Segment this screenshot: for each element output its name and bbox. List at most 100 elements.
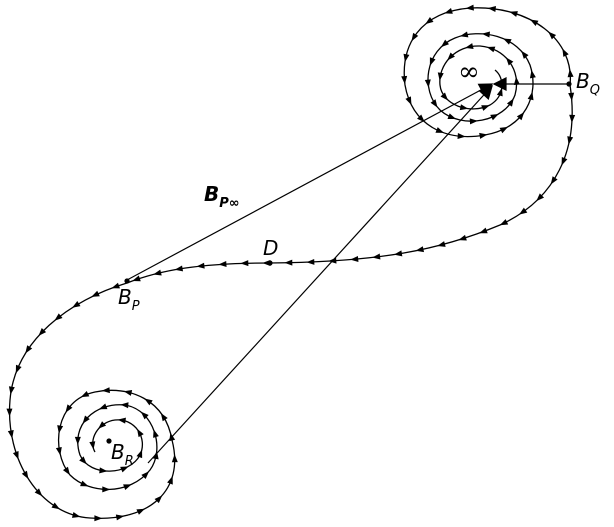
direction-arrow (481, 31, 490, 38)
direction-arrow (567, 69, 574, 78)
direction-arrow (65, 404, 73, 413)
direction-arrow (240, 260, 249, 267)
direction-arrow (550, 176, 558, 185)
direction-arrow (465, 4, 474, 11)
direction-arrow (490, 114, 499, 121)
direction-arrow (38, 328, 47, 336)
br-label: BR (111, 440, 134, 469)
direction-arrow (350, 255, 359, 262)
direction-arrow (154, 495, 163, 504)
direction-arrow (536, 193, 545, 202)
direction-arrow (567, 136, 574, 145)
direction-arrow (372, 253, 381, 260)
direction-arrow (79, 456, 87, 465)
direction-arrow (521, 50, 529, 59)
direction-arrow (401, 75, 408, 85)
direction-arrow (516, 112, 525, 121)
direction-arrow (123, 390, 133, 396)
direction-arrow (415, 246, 425, 253)
point-br (106, 438, 112, 444)
direction-arrows (6, 4, 576, 522)
direction-arrow (98, 403, 108, 410)
direction-arrow (15, 364, 22, 374)
direction-arrow (459, 104, 469, 111)
direction-arrow (132, 275, 141, 282)
direction-arrow (7, 430, 14, 439)
point-d (267, 260, 273, 266)
direction-arrow (171, 454, 178, 463)
direction-arrow (440, 92, 449, 101)
direction-arrow (411, 32, 419, 42)
direction-arrow (136, 508, 145, 515)
direction-arrow (120, 466, 129, 473)
direction-arrow (527, 91, 534, 101)
direction-arrow (561, 156, 568, 166)
direction-arrow (174, 265, 184, 272)
direction-arrow (444, 8, 453, 14)
direction-arrow (115, 514, 125, 521)
direction-arrow (430, 99, 438, 108)
direction-arrow (153, 429, 159, 438)
direction-arrow (80, 390, 90, 398)
direction-arrow (479, 132, 488, 139)
direction-arrow (496, 87, 503, 97)
direction-arrow (55, 447, 62, 456)
direction-arrow (506, 98, 514, 107)
direction-arrow (429, 57, 436, 66)
direction-arrow (72, 300, 81, 308)
direction-arrow (447, 52, 455, 61)
direction-arrow (437, 241, 446, 247)
direction-arrow (196, 262, 205, 269)
direction-arrow (153, 269, 162, 276)
direction-arrow (505, 57, 514, 66)
ray-br-infinity (147, 84, 493, 464)
direction-arrow (562, 48, 569, 57)
direction-arrow (569, 114, 576, 123)
direction-arrow (499, 219, 509, 226)
direction-arrow (102, 486, 111, 493)
direction-arrow (57, 425, 64, 434)
direction-arrow (481, 105, 490, 111)
direction-arrow (487, 6, 496, 13)
direction-arrow (94, 515, 103, 522)
direction-arrow (393, 250, 403, 257)
direction-arrow (503, 38, 512, 45)
direction-arrow (568, 92, 575, 101)
bq-label: BQ (576, 69, 600, 98)
direction-arrow (405, 96, 412, 105)
direction-arrow (144, 398, 153, 406)
direction-arrow (117, 417, 126, 424)
direction-arrow (548, 31, 557, 40)
direction-arrow (437, 72, 444, 81)
direction-arrow (74, 436, 81, 445)
direction-arrow (140, 411, 149, 420)
direction-arrow (447, 113, 457, 120)
direction-arrow (425, 17, 434, 25)
d-label: D (263, 236, 278, 260)
direction-arrow (160, 412, 168, 422)
direction-arrow (465, 43, 474, 49)
point-bq (566, 81, 572, 87)
direction-arrow (459, 31, 469, 38)
direction-arrow (111, 282, 120, 289)
direction-arrow (141, 471, 150, 480)
direction-arrow (403, 53, 410, 63)
direction-arrow (34, 488, 43, 497)
direction-arrow (509, 11, 518, 17)
bp-label: BP (118, 285, 140, 314)
direction-arrow (136, 449, 143, 459)
direction-arrow (479, 227, 488, 234)
direction-arrow (167, 476, 173, 485)
direction-arrow (218, 261, 227, 268)
direction-arrow (458, 234, 467, 241)
direction-arrow (62, 466, 70, 476)
direction-arrow (417, 114, 425, 123)
direction-arrow (486, 46, 496, 53)
direction-arrow (499, 126, 509, 134)
direction-arrow (469, 118, 478, 125)
direction-arrow (424, 79, 431, 88)
direction-arrow (71, 512, 81, 518)
direction-arrow (137, 428, 144, 438)
